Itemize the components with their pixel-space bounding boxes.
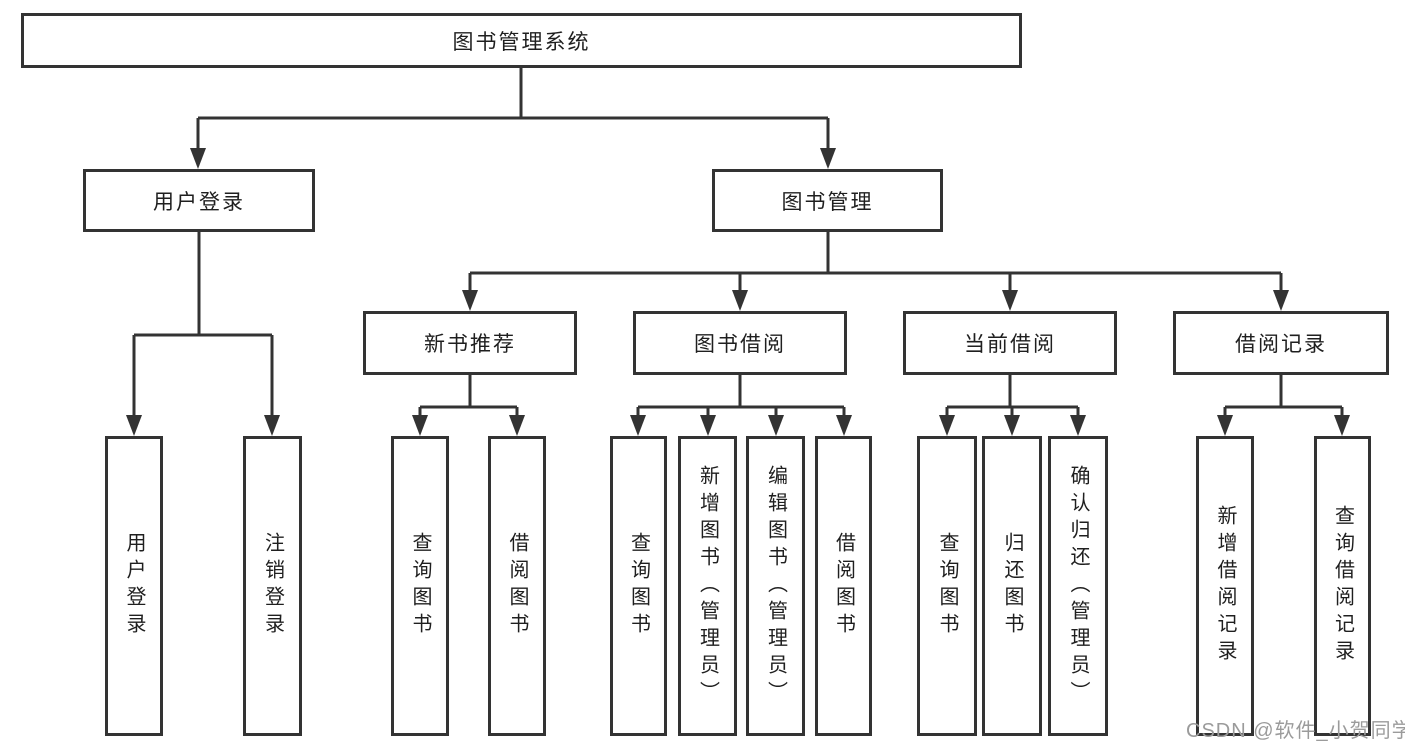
leaf-borrow-add-books-admin: 新增图书（管理员） [678,436,737,736]
leaf-records-query-record: 查询借阅记录 [1314,436,1371,736]
node-current-borrow: 当前借阅 [903,311,1117,375]
node-new-book-recommend: 新书推荐 [363,311,577,375]
csdn-watermark: CSDN @软件_小贺同学 [1186,720,1405,742]
node-user-login: 用户登录 [83,169,315,232]
node-borrow-records: 借阅记录 [1173,311,1389,375]
leaf-current-return-books: 归还图书 [982,436,1042,736]
leaf-borrow-query-books: 查询图书 [610,436,667,736]
leaf-newbook-query-books: 查询图书 [391,436,449,736]
node-book-borrow: 图书借阅 [633,311,847,375]
leaf-newbook-borrow-books: 借阅图书 [488,436,546,736]
leaf-current-query-books: 查询图书 [917,436,977,736]
leaf-borrow-edit-books-admin: 编辑图书（管理员） [746,436,805,736]
leaf-user-login: 用户登录 [105,436,163,736]
leaf-records-add-record: 新增借阅记录 [1196,436,1254,736]
leaf-logout: 注销登录 [243,436,302,736]
node-book-management: 图书管理 [712,169,943,232]
leaf-current-confirm-return-admin: 确认归还（管理员） [1048,436,1108,736]
node-system-root: 图书管理系统 [21,13,1022,68]
leaf-borrow-borrow-books: 借阅图书 [815,436,872,736]
